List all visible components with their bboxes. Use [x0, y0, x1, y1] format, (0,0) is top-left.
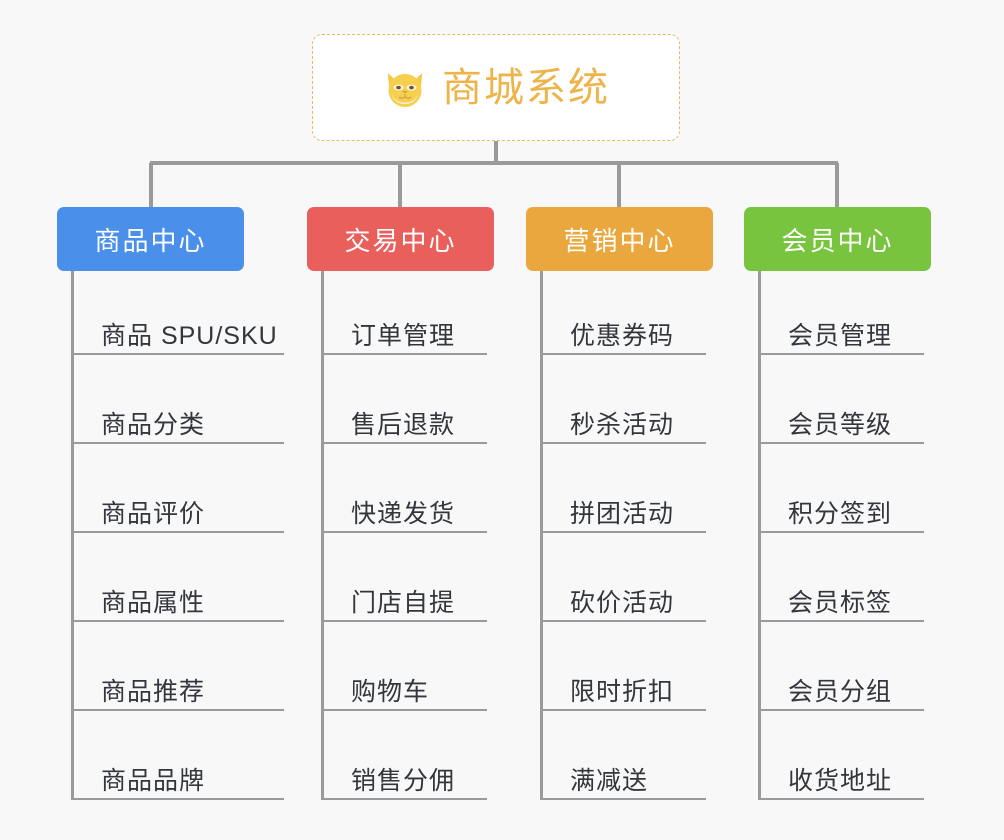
leaf-item[interactable]: 秒杀活动 [540, 362, 706, 444]
leaf-item[interactable]: 会员管理 [758, 273, 924, 355]
category-header-label: 商品中心 [94, 225, 207, 256]
leaf-item[interactable]: 会员分组 [758, 629, 924, 711]
leaf-item-label: 商品属性 [101, 588, 206, 617]
leaf-item[interactable]: 砍价活动 [540, 540, 706, 622]
leaf-item[interactable]: 商品品牌 [71, 718, 284, 800]
leaf-item-label: 收货地址 [788, 766, 893, 795]
leaf-item-label: 售后退款 [351, 410, 456, 439]
leaf-item-label: 商品推荐 [101, 677, 206, 706]
leaf-item-label: 销售分佣 [351, 766, 456, 795]
leaf-item[interactable]: 购物车 [321, 629, 487, 711]
leaf-item[interactable]: 会员标签 [758, 540, 924, 622]
leaf-item-label: 会员等级 [788, 410, 893, 439]
root-node[interactable]: 商城系统 [312, 34, 680, 141]
leaf-item[interactable]: 销售分佣 [321, 718, 487, 800]
leaf-item[interactable]: 商品属性 [71, 540, 284, 622]
leaf-item-label: 限时折扣 [570, 677, 675, 706]
leaf-item[interactable]: 商品推荐 [71, 629, 284, 711]
leaf-item[interactable]: 收货地址 [758, 718, 924, 800]
leaf-item-label: 商品 SPU/SKU [101, 321, 278, 350]
column-spine [321, 271, 324, 800]
leaf-item-label: 砍价活动 [570, 588, 675, 617]
leaf-item-label: 会员标签 [788, 588, 893, 617]
leaf-item[interactable]: 快递发货 [321, 451, 487, 533]
leaf-item[interactable]: 限时折扣 [540, 629, 706, 711]
leaf-item[interactable]: 售后退款 [321, 362, 487, 444]
column-spine [71, 271, 74, 800]
leaf-item-label: 秒杀活动 [570, 410, 675, 439]
leaf-item-label: 商品评价 [101, 499, 206, 528]
leaf-item-label: 积分签到 [788, 499, 893, 528]
leaf-item-label: 门店自提 [351, 588, 456, 617]
category-header-member-center[interactable]: 会员中心 [744, 207, 931, 271]
root-title: 商城系统 [442, 65, 610, 110]
leaf-item-label: 会员分组 [788, 677, 893, 706]
leaf-item[interactable]: 优惠券码 [540, 273, 706, 355]
leaf-item[interactable]: 商品 SPU/SKU [71, 273, 284, 355]
leaf-item[interactable]: 商品分类 [71, 362, 284, 444]
leaf-item-label: 商品分类 [101, 410, 206, 439]
leaf-item-label: 订单管理 [351, 321, 456, 350]
leaf-item-label: 会员管理 [788, 321, 893, 350]
leaf-item[interactable]: 满减送 [540, 718, 706, 800]
category-header-product-center[interactable]: 商品中心 [57, 207, 244, 271]
leaf-item-label: 满减送 [570, 766, 649, 795]
leaf-item-label: 商品品牌 [101, 766, 206, 795]
category-header-trade-center[interactable]: 交易中心 [307, 207, 494, 271]
category-header-label: 交易中心 [344, 225, 457, 256]
leaf-item-label: 购物车 [351, 677, 430, 706]
leaf-item-label: 快递发货 [351, 499, 456, 528]
leaf-item-label: 拼团活动 [570, 499, 675, 528]
leaf-item[interactable]: 订单管理 [321, 273, 487, 355]
category-header-label: 营销中心 [563, 225, 676, 256]
shiba-dog-face-icon [387, 72, 423, 109]
leaf-item[interactable]: 会员等级 [758, 362, 924, 444]
column-spine [758, 271, 761, 800]
category-header-marketing-center[interactable]: 营销中心 [526, 207, 713, 271]
category-header-label: 会员中心 [781, 225, 894, 256]
leaf-item[interactable]: 商品评价 [71, 451, 284, 533]
leaf-item[interactable]: 门店自提 [321, 540, 487, 622]
leaf-item[interactable]: 积分签到 [758, 451, 924, 533]
leaf-item-label: 优惠券码 [570, 321, 675, 350]
column-spine [540, 271, 543, 800]
leaf-item[interactable]: 拼团活动 [540, 451, 706, 533]
